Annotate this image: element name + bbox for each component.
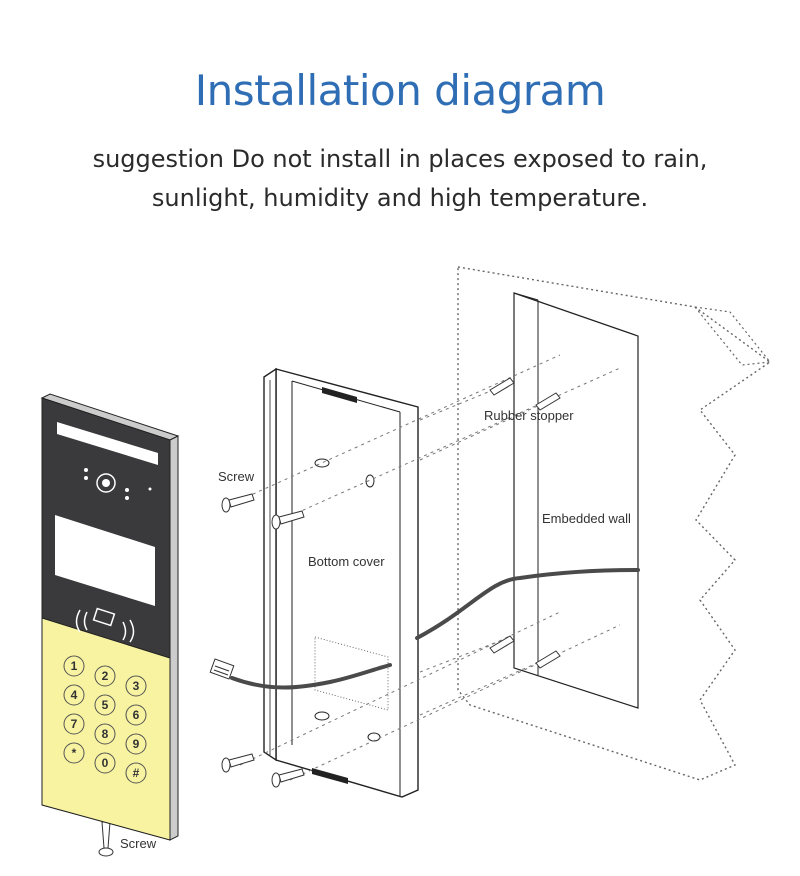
- keypad-key: #: [133, 766, 140, 780]
- keypad-key: 5: [102, 698, 109, 712]
- keypad: 1 2 3 4 5 6 7 8 9 * 0 #: [63, 655, 147, 784]
- keypad-key-ring: [94, 694, 116, 716]
- embedded-wall-label: Embedded wall: [542, 511, 631, 526]
- keypad-key: *: [72, 746, 77, 760]
- bottom-cover: [263, 367, 419, 798]
- keypad-key-ring: [125, 762, 147, 784]
- keypad-key-ring: [63, 713, 85, 735]
- keypad-key: 6: [133, 708, 140, 722]
- bottom-cover-label: Bottom cover: [308, 554, 385, 569]
- keypad-key: 7: [71, 717, 78, 731]
- connector-plug: [209, 658, 235, 680]
- cable: [230, 568, 640, 690]
- keypad-key-ring: [125, 704, 147, 726]
- rubber-stopper-label: Rubber stopper: [484, 408, 574, 423]
- keypad-key-ring: [94, 665, 116, 687]
- keypad-key-ring: [63, 742, 85, 764]
- keypad-key-ring: [63, 655, 85, 677]
- keypad-key: 4: [71, 688, 78, 702]
- keypad-key-ring: [63, 684, 85, 706]
- keypad-key: 1: [71, 659, 78, 673]
- keypad-key: 2: [102, 669, 109, 683]
- keypad-key-ring: [125, 675, 147, 697]
- embedded-wall: [457, 266, 772, 781]
- screw-icon: [98, 493, 305, 857]
- keypad-key-ring: [94, 723, 116, 745]
- keypad-key: 9: [133, 737, 140, 751]
- keypad-key-ring: [94, 752, 116, 774]
- rubber-stoppers: [489, 377, 561, 669]
- keypad-key-ring: [125, 733, 147, 755]
- installation-suggestion: suggestion Do not install in places expo…: [92, 145, 708, 212]
- intercom-panel: [40, 393, 180, 841]
- keypad-key: 3: [133, 679, 140, 693]
- keypad-key: 8: [102, 727, 109, 741]
- screw-label-top: Screw: [218, 469, 255, 484]
- screw-label-bottom: Screw: [120, 836, 157, 851]
- page-title: Installation diagram: [194, 66, 606, 115]
- keypad-key: 0: [102, 756, 109, 770]
